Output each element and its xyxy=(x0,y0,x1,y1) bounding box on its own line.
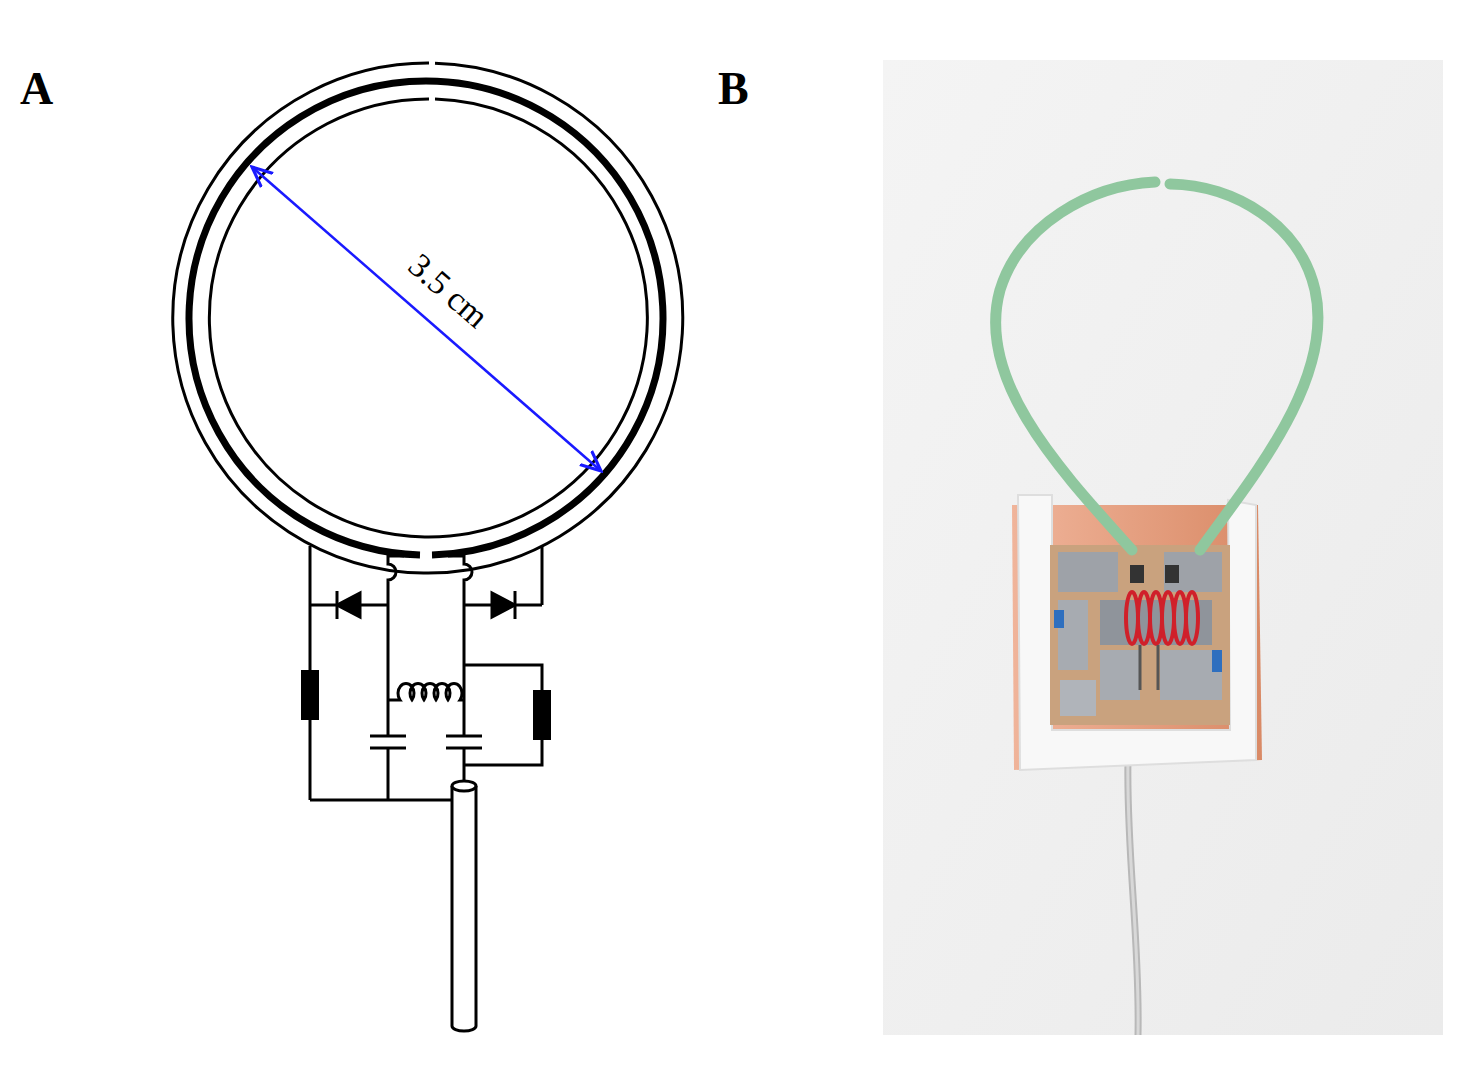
dimension-label: 3.5 cm xyxy=(398,244,497,337)
resistor-symbol xyxy=(533,690,551,740)
loop-coil xyxy=(173,63,683,573)
panel-letter: B xyxy=(718,62,749,115)
matching-circuit xyxy=(310,546,542,800)
panel-letter: A xyxy=(20,62,53,115)
resistor-symbol xyxy=(301,670,319,720)
dimension-arrow xyxy=(252,167,601,471)
coax-cable xyxy=(452,781,476,1031)
diode-symbol xyxy=(337,591,515,619)
capacitor-symbol xyxy=(370,736,482,748)
coil-photo xyxy=(883,60,1443,1035)
